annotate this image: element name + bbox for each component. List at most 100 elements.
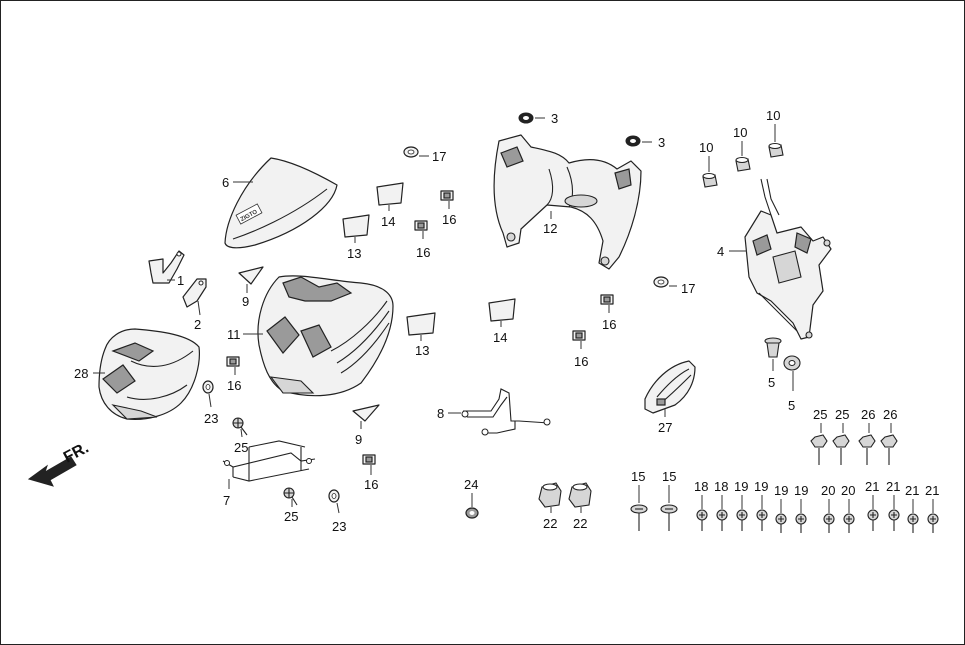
part-17-washer-b: [653, 276, 669, 288]
callout-27: 27: [658, 420, 672, 435]
callout-7: 7: [223, 493, 230, 508]
callout-9-lower: 9: [355, 432, 362, 447]
callout-13-b: 13: [415, 343, 429, 358]
callout-19-d: 19: [794, 483, 808, 498]
callout-22-b: 22: [573, 516, 587, 531]
part-24-washer: [465, 507, 479, 519]
callout-16-a: 16: [227, 378, 241, 393]
part-21-screw-c: [907, 513, 919, 533]
callout-18-a: 18: [694, 479, 708, 494]
front-direction-arrow: FR.: [27, 439, 92, 487]
part-28-headlight: [98, 328, 200, 420]
callout-11: 11: [227, 327, 241, 342]
callout-15-a: 15: [631, 469, 645, 484]
callout-13-a: 13: [347, 246, 361, 261]
part-21-screw-b: [888, 509, 900, 531]
callout-16-b: 16: [364, 477, 378, 492]
part-9-pad-lower: [352, 404, 380, 422]
part-6-windscreen: ZIGTO: [224, 157, 338, 249]
callout-26-a: 26: [861, 407, 875, 422]
part-16-clip-f: [572, 330, 586, 341]
callout-3-b: 3: [658, 135, 665, 150]
callout-5-b: 5: [788, 398, 795, 413]
part-8-bracket: [461, 388, 551, 436]
part-20-screw-b: [843, 513, 855, 533]
callout-9-upper: 9: [242, 294, 249, 309]
callout-4: 4: [717, 244, 724, 259]
part-10-grommet-c: [768, 143, 784, 158]
part-2-bracket: [182, 278, 207, 308]
callout-18-b: 18: [714, 479, 728, 494]
callout-16-f: 16: [574, 354, 588, 369]
callout-23-b: 23: [332, 519, 346, 534]
part-19-screw-a: [736, 509, 748, 531]
callout-10-a: 10: [699, 140, 713, 155]
callout-1: 1: [177, 273, 184, 288]
callout-22-a: 22: [543, 516, 557, 531]
callout-15-b: 15: [662, 469, 676, 484]
callout-21-b: 21: [886, 479, 900, 494]
part-20-screw-a: [823, 513, 835, 533]
part-15-screw-b: [660, 504, 678, 531]
part-19-screw-d: [795, 513, 807, 533]
part-3-grommet-b: [625, 135, 641, 147]
callout-16-d: 16: [416, 245, 430, 260]
part-17-washer-a: [403, 146, 419, 158]
callout-23-a: 23: [204, 411, 218, 426]
callout-20-b: 20: [841, 483, 855, 498]
part-14-pad-lower: [488, 298, 516, 322]
part-11-front-cover: [257, 275, 394, 397]
part-25-bolt-b: [283, 487, 298, 506]
callout-24: 24: [464, 477, 478, 492]
callout-16-c: 16: [442, 212, 456, 227]
part-23-washer-a: [202, 380, 214, 394]
callout-5-a: 5: [768, 375, 775, 390]
callout-21-d: 21: [925, 483, 939, 498]
part-25-bolt-c: [810, 434, 828, 465]
part-21-screw-a: [867, 509, 879, 531]
part-1-bracket: [148, 250, 185, 284]
part-27-side-panel: [644, 360, 696, 414]
part-9-pad-upper: [238, 266, 264, 285]
callout-19-a: 19: [734, 479, 748, 494]
part-22-nut-b: [568, 482, 592, 508]
part-16-clip-b: [362, 454, 376, 465]
part-25-bolt-d: [832, 434, 850, 465]
callout-16-e: 16: [602, 317, 616, 332]
part-21-screw-d: [927, 513, 939, 533]
callout-14-b: 14: [493, 330, 507, 345]
callout-21-c: 21: [905, 483, 919, 498]
part-13-pad-upper: [342, 214, 370, 238]
callout-21-a: 21: [865, 479, 879, 494]
part-18-screw-a: [696, 509, 708, 531]
callout-6: 6: [222, 175, 229, 190]
part-15-screw-a: [630, 504, 648, 531]
part-4-frame-bracket: [744, 178, 832, 340]
part-10-grommet-a: [702, 173, 718, 188]
part-26-bolt-a: [858, 434, 876, 465]
part-26-bolt-b: [880, 434, 898, 465]
callout-14-a: 14: [381, 214, 395, 229]
callout-20-a: 20: [821, 483, 835, 498]
callout-25-d: 25: [835, 407, 849, 422]
part-16-clip-d: [414, 220, 428, 231]
part-3-grommet-a: [518, 112, 534, 124]
callout-10-c: 10: [766, 108, 780, 123]
callout-26-b: 26: [883, 407, 897, 422]
callout-10-b: 10: [733, 125, 747, 140]
part-16-clip-c: [440, 190, 454, 201]
part-12-inner-cover: [493, 134, 642, 270]
part-19-screw-b: [756, 509, 768, 531]
callout-17-a: 17: [432, 149, 446, 164]
part-22-nut-a: [538, 482, 562, 508]
part-7-bracket: [222, 440, 316, 482]
callout-25-a: 25: [234, 440, 248, 455]
callout-12: 12: [543, 221, 557, 236]
part-16-clip-a: [226, 356, 240, 367]
part-5-grommet-a: [764, 337, 782, 358]
part-14-pad-upper: [376, 182, 404, 206]
callout-19-c: 19: [774, 483, 788, 498]
callout-28: 28: [74, 366, 88, 381]
